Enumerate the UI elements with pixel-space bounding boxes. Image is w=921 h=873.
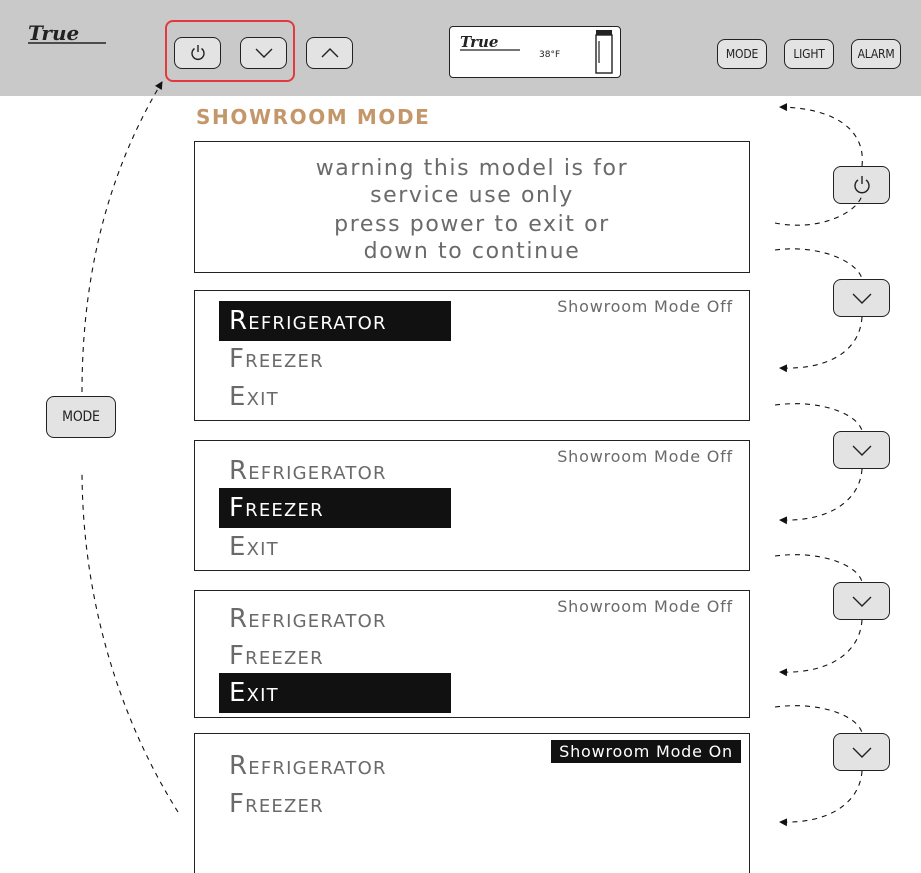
power-loop-arrow	[779, 103, 863, 167]
menu-item-freezer: Freezer	[219, 488, 451, 528]
alarm-button[interactable]: ALARM	[851, 39, 901, 69]
chevron-down-icon	[852, 747, 871, 758]
menu-item-refrigerator: Refrigerator	[229, 751, 387, 781]
menu-item-freezer: Freezer	[229, 789, 324, 819]
side-down-button[interactable]	[833, 733, 890, 771]
side-mode-button[interactable]: MODE	[46, 396, 116, 438]
menu-screen-refrigerator: Showroom Mode Off Refrigerator Freezer E…	[194, 290, 750, 421]
menu-item-freezer: Freezer	[229, 641, 324, 671]
side-down-button[interactable]	[833, 279, 890, 317]
down-arc-top	[774, 705, 863, 734]
mini-display: True 38°F	[449, 26, 621, 78]
down-arc-arrow	[779, 770, 863, 827]
menu-screen-showroom-on: Showroom Mode On Refrigerator Freezer	[194, 733, 750, 873]
page-title: SHOWROOM MODE	[196, 105, 431, 129]
down-arc-arrow	[779, 468, 863, 525]
true-logo: True	[28, 22, 106, 45]
menu-screen-exit: Showroom Mode Off Refrigerator Freezer E…	[194, 590, 750, 718]
warning-line: service use only	[370, 183, 574, 208]
chevron-down-icon	[852, 293, 871, 304]
down-arc-top	[774, 554, 863, 583]
down-arc-arrow	[779, 619, 863, 677]
down-arc-top	[774, 248, 863, 280]
side-down-button[interactable]	[833, 431, 890, 469]
down-button[interactable]	[240, 37, 287, 69]
display-temperature: 38°F	[539, 50, 561, 60]
display-logo: True	[460, 33, 520, 51]
menu-item-exit: Exit	[229, 382, 279, 412]
mode-button[interactable]: MODE	[717, 39, 767, 69]
status-label: Showroom Mode Off	[557, 597, 733, 616]
power-icon	[190, 45, 205, 60]
light-button[interactable]: LIGHT	[784, 39, 834, 69]
warning-line: warning this model is for	[315, 156, 629, 181]
chevron-down-icon	[255, 48, 272, 58]
menu-item-exit: Exit	[229, 532, 279, 562]
chevron-down-icon	[852, 445, 871, 456]
side-down-button[interactable]	[833, 582, 890, 620]
logo-text: True	[28, 22, 79, 45]
chevron-down-icon	[852, 596, 871, 607]
power-icon	[853, 176, 870, 194]
menu-item-refrigerator: Refrigerator	[229, 604, 387, 634]
svg-text:True: True	[460, 33, 498, 51]
status-label: Showroom Mode On	[551, 740, 741, 763]
status-label: Showroom Mode Off	[557, 447, 733, 466]
highlighted-buttons-frame	[165, 20, 295, 82]
mode-loop-arrow-lower	[81, 469, 179, 813]
fridge-icon	[595, 30, 613, 74]
menu-item-refrigerator: Refrigerator	[229, 456, 387, 486]
status-label: Showroom Mode Off	[557, 297, 733, 316]
menu-screen-freezer: Showroom Mode Off Refrigerator Freezer E…	[194, 440, 750, 571]
power-button[interactable]	[174, 37, 221, 69]
side-power-button[interactable]	[833, 166, 890, 204]
menu-item-freezer: Freezer	[229, 344, 324, 374]
up-button[interactable]	[306, 37, 353, 69]
chevron-up-icon	[321, 48, 338, 58]
warning-line: down to continue	[363, 239, 581, 264]
mode-loop-arrow-upper	[81, 81, 163, 393]
menu-item-refrigerator: Refrigerator	[219, 301, 451, 341]
menu-item-exit: Exit	[219, 673, 451, 713]
down-arc-top	[774, 403, 863, 432]
down-arc-arrow	[779, 316, 863, 373]
warning-line: press power to exit or	[334, 212, 610, 237]
warning-screen: warning this model is for service use on…	[194, 141, 750, 273]
